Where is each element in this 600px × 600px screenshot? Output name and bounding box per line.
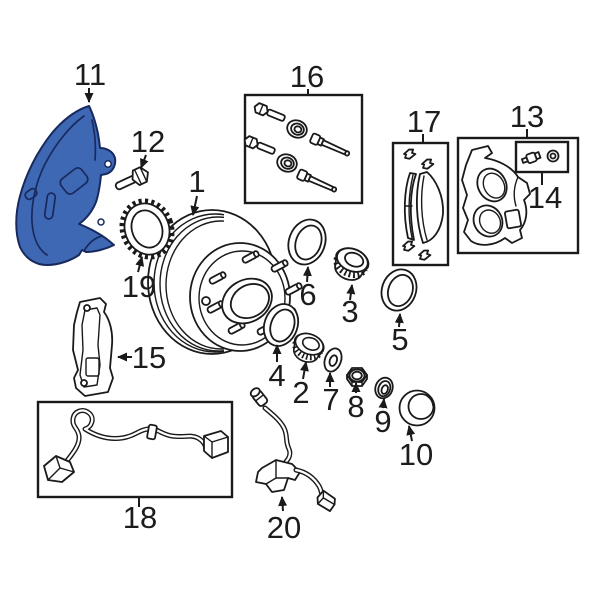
callout-label-10[interactable]: 10 [399,437,433,472]
callout-label-5[interactable]: 5 [391,322,408,357]
callout-arrows [84,88,543,512]
bleeder-screw [520,151,542,164]
part-7-washer[interactable] [321,346,344,374]
callout-label-2[interactable]: 2 [292,375,309,410]
kit-guide-pin [309,132,351,157]
part-4-seal[interactable] [258,299,304,351]
part-19-tone-ring[interactable] [115,194,179,263]
brake-pad [415,171,444,244]
part-9-retainer-ring[interactable] [372,375,395,401]
part-6-grease-seal[interactable] [282,214,332,270]
part-10-dust-cap[interactable] [398,389,436,427]
part-17-brake-pad-set-box[interactable] [391,141,450,267]
callout-label-3[interactable]: 3 [341,294,358,329]
kit-boot [286,119,308,139]
callout-label-12[interactable]: 12 [131,124,165,159]
pad-clips [402,148,435,261]
bleeder-cap [546,149,560,163]
callout-label-17[interactable]: 17 [407,104,441,139]
callout-label-9[interactable]: 9 [374,404,391,439]
sensor-connector [316,489,336,512]
part-20-abs-sensor[interactable] [249,386,337,512]
callout-label-7[interactable]: 7 [322,382,339,417]
callout-label-15[interactable]: 15 [132,340,166,375]
callout-labels: 11 12 1 16 17 13 14 19 15 6 3 5 4 2 7 8 … [74,57,562,545]
sensor-terminal [249,387,269,407]
part-16-guide-pin-kit-box[interactable] [243,93,364,205]
part-12-bolt[interactable] [113,165,151,194]
abs-harness [43,408,229,483]
callout-label-8[interactable]: 8 [347,389,364,424]
part-8-spindle-nut[interactable] [346,367,368,387]
callout-label-1[interactable]: 1 [188,164,205,199]
kit-guide-pin [296,168,338,193]
callout-label-11[interactable]: 11 [74,57,106,92]
part-11-splash-shield-highlighted[interactable] [15,105,117,266]
callout-label-6[interactable]: 6 [299,277,316,312]
part-18-abs-harness-box[interactable] [36,400,234,499]
part-15-caliper-bracket[interactable] [72,297,114,397]
sensor-body [255,459,301,493]
part-14-bleeder-screw-kit[interactable] [514,140,570,174]
callout-label-20[interactable]: 20 [267,510,301,545]
hub-bore [221,277,273,325]
callout-label-18[interactable]: 18 [123,500,157,535]
part-1-brake-rotor[interactable] [147,209,303,355]
part-13-brake-caliper-box[interactable] [456,136,580,255]
kit-bolt [253,102,286,122]
callout-label-13[interactable]: 13 [510,99,544,134]
callout-label-14[interactable]: 14 [528,180,562,215]
callout-label-19[interactable]: 19 [122,269,156,304]
callout-label-16[interactable]: 16 [290,59,324,94]
part-2-outer-bearing[interactable] [288,329,327,366]
part-3-inner-bearing[interactable] [329,244,372,285]
kit-bolt [243,135,276,155]
callout-label-4[interactable]: 4 [268,358,285,393]
kit-boot [276,153,298,173]
part-5-seal[interactable] [376,264,422,315]
